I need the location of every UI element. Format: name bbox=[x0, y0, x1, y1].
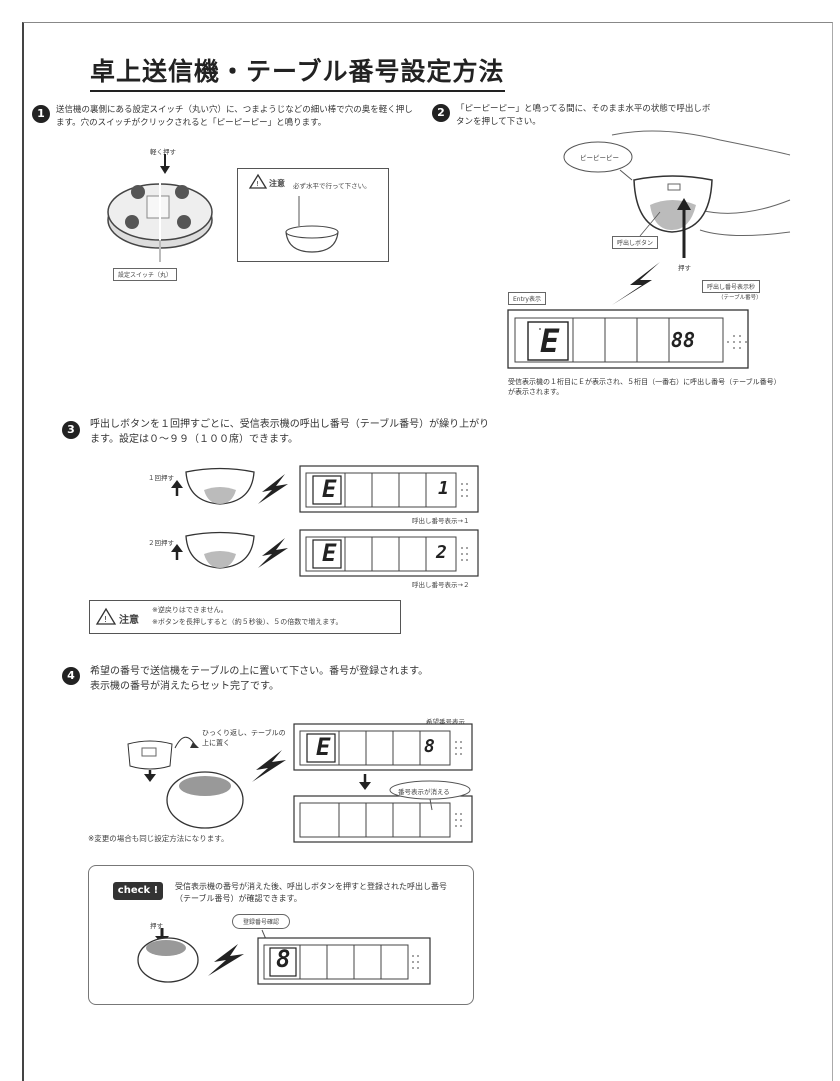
step-3-caution-title: 注意 bbox=[119, 615, 139, 626]
press-once-label: １回押す bbox=[148, 474, 174, 482]
step-2-text: 「ピーピーピー」と鳴ってる間に、そのまま水平の状態で呼出しボタンを押して下さい。 bbox=[456, 104, 711, 127]
step-1-caution-box bbox=[237, 168, 389, 262]
step-4-desired-digit: 8 bbox=[424, 736, 435, 757]
step-2-note: 受信表示機の１桁目にＥが表示され、５桁目（一番右）に呼出し番号（テーブル番号）が… bbox=[508, 378, 778, 396]
call-button-label: 呼出しボタン bbox=[612, 236, 659, 249]
change-note: ※変更の場合も同じ設定方法になります。 bbox=[88, 834, 229, 843]
step-1-number: 1 bbox=[32, 105, 50, 123]
flip-note: ひっくり返し、テーブルの上に置く bbox=[202, 729, 286, 747]
step-3-caution-line-2: ※ボタンを長押しすると（約５秒後）、５の倍数で増えます。 bbox=[152, 618, 343, 626]
check-panel bbox=[88, 865, 474, 1005]
step-3-text: 呼出しボタンを１回押すごとに、受信表示機の呼出し番号（テーブル番号）が繰り上がり… bbox=[90, 419, 490, 445]
call-number-display-label: 呼出し番号表示秒 bbox=[702, 280, 761, 293]
entry-display-label: Entry表示 bbox=[508, 292, 546, 305]
step-2-press-label: 押す bbox=[678, 264, 691, 272]
check-press-label: 押す bbox=[150, 922, 163, 930]
step-1-caution-title: 注意 bbox=[269, 179, 285, 188]
row-1-entry-letter: E bbox=[322, 475, 337, 503]
row-2-caption: 呼出し番号表示→２ bbox=[412, 581, 470, 589]
check-display-digit: 8 bbox=[276, 945, 291, 973]
registered-number-confirm-label: 登録番号確認 bbox=[232, 914, 291, 929]
step-4-number: 4 bbox=[62, 667, 80, 685]
row-1-caption: 呼出し番号表示→１ bbox=[412, 517, 470, 525]
check-text: 受信表示機の番号が消えた後、呼出しボタンを押すと登録された呼出し番号（テーブル番… bbox=[175, 882, 447, 903]
row-1-digit: 1 bbox=[438, 478, 449, 499]
step-3-caution-line-1: ※逆戻りはできません。 bbox=[152, 606, 228, 614]
step-4-text: 希望の番号で送信機をテーブルの上に置いて下さい。番号が登録されます。表示機の番号… bbox=[90, 666, 429, 692]
display-entry-letter: E bbox=[540, 322, 560, 360]
step-2-number: 2 bbox=[432, 104, 450, 122]
step-4-entry-letter: E bbox=[316, 733, 331, 761]
call-number-display-sublabel: （テーブル番号） bbox=[718, 295, 762, 301]
row-2-digit: 2 bbox=[436, 542, 447, 563]
desired-number-caption: 希望番号表示 bbox=[426, 718, 465, 726]
step-3-number: 3 bbox=[62, 421, 80, 439]
step-1-text: 送信機の裏側にある設定スイッチ（丸い穴）に、つまようじなどの細い棒で穴の奥を軽く… bbox=[56, 105, 413, 128]
page-title: 卓上送信機・テーブル番号設定方法 bbox=[90, 52, 505, 92]
setting-switch-label: 設定スイッチ（丸） bbox=[113, 268, 178, 281]
number-clears-label: 番号表示が消える bbox=[398, 788, 450, 796]
row-2-entry-letter: E bbox=[322, 539, 337, 567]
step-1-caution-text: 必ず水平で行って下さい。 bbox=[293, 182, 371, 190]
display-call-number: 88 bbox=[671, 328, 696, 352]
press-twice-label: ２回押す bbox=[148, 539, 174, 547]
beep-label: ピーピーピー bbox=[580, 154, 619, 162]
step-1-press-label: 軽く押す bbox=[150, 148, 176, 156]
check-badge: check ! bbox=[113, 882, 163, 900]
document-page bbox=[22, 22, 833, 1081]
step-3-caution-box bbox=[89, 600, 401, 634]
